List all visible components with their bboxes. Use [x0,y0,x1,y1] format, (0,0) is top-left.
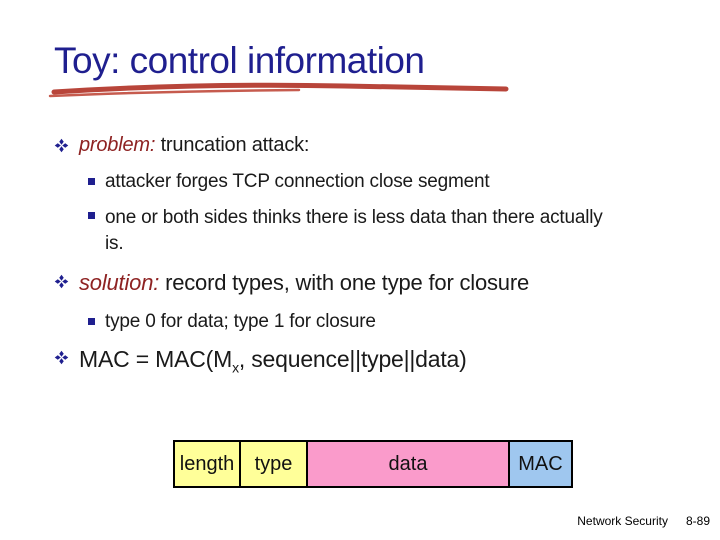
record-field-label: data [388,452,428,475]
bullet-lead-solution: solution: [79,270,160,295]
subbullet-text: one or both sides thinks there is less d… [105,207,603,254]
bullet-text: problem: truncation attack: [79,134,309,157]
diamond-bullet-icon [54,350,69,365]
square-bullet-icon [88,212,95,219]
subbullet-attacker-forges: attacker forges TCP connection close seg… [88,171,490,193]
bullet-lead-problem: problem: [79,134,156,156]
bullet-rest: record types, with one type for closure [159,270,530,295]
page-title: Toy: control information [54,40,425,81]
bullet-solution: solution: record types, with one type fo… [54,270,529,296]
formula-subscript: x [232,359,239,376]
formula-pre: MAC = MAC(M [79,346,233,372]
diamond-bullet-icon [54,274,69,289]
record-field-mac: MAC [508,440,573,488]
record-field-length: length [173,440,241,488]
footer-page-number: 8-89 [685,514,710,528]
square-bullet-icon [88,318,95,325]
subbullet-text: type 0 for data; type 1 for closure [105,311,376,332]
record-field-label: type [254,452,293,475]
bullet-problem: problem: truncation attack: [54,134,309,157]
bullet-mac-formula: MAC = MAC(Mx, sequence||type||data) [54,346,467,376]
record-layout-diagram: length type data MAC [173,440,573,488]
record-field-label: MAC [518,452,563,475]
formula-post: , sequence||type||data) [238,346,467,372]
record-field-data: data [306,440,510,488]
footer-course-label: Network Security [577,514,668,528]
bullet-rest: truncation attack: [155,134,310,156]
square-bullet-icon [88,178,95,185]
subbullet-type0-type1: type 0 for data; type 1 for closure [88,311,376,333]
record-field-type: type [239,440,308,488]
bullet-text: solution: record types, with one type fo… [79,270,529,296]
mac-formula-text: MAC = MAC(Mx, sequence||type||data) [79,346,467,376]
slide-footer: Network Security 8-89 [577,514,710,528]
subbullet-text: attacker forges TCP connection close seg… [105,171,490,192]
title-underline-stroke [48,82,509,98]
record-field-label: length [179,452,235,475]
diamond-bullet-icon [54,138,69,153]
subbullet-one-or-both: one or both sides thinks there is less d… [88,205,618,257]
